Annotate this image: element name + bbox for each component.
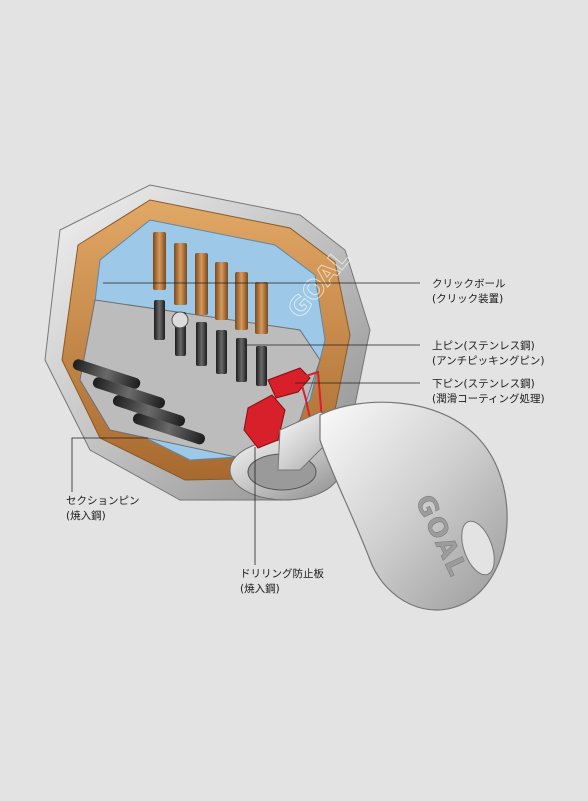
cylinder-housing bbox=[44, 184, 371, 501]
click-ball bbox=[171, 311, 189, 329]
key: GOAL bbox=[277, 401, 508, 611]
section-pins bbox=[72, 359, 206, 445]
label-lower-pin: 下ピン(ステンレス鋼) (潤滑コーティング処理) bbox=[432, 378, 545, 405]
label-upper-pin: 上ピン(ステンレス鋼) (アンチピッキングピン) bbox=[432, 340, 545, 367]
leader-lines bbox=[71, 282, 420, 565]
upper-pins bbox=[153, 232, 268, 334]
label-drill-plate: ドリリング防止板 (焼入鋼) bbox=[240, 568, 324, 595]
label-click-ball: クリックボール (クリック装置) bbox=[432, 278, 506, 305]
drill-protection-plate bbox=[243, 367, 324, 449]
label-section-pin: セクションピン (焼入鋼) bbox=[66, 495, 140, 522]
leader-line-section-pin bbox=[71, 437, 148, 492]
